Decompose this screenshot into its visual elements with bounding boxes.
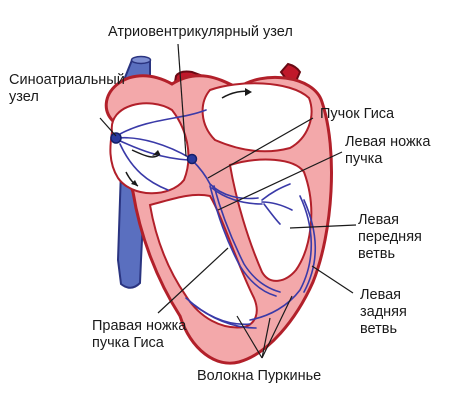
left-anterior-branch-label-line3: ветвь [358, 246, 396, 262]
left-anterior-branch-label-line1: Левая [358, 212, 400, 228]
left-bundle-branch-label-line2: пучка [345, 151, 383, 167]
leader-lines [99, 43, 357, 359]
left-anterior-branch-label-line2: передняя [358, 229, 422, 245]
left-posterior-branch-label-line1: Левая [360, 287, 402, 303]
his-bundle-label: Пучок Гиса [320, 106, 394, 123]
left-posterior-branch-label-line3: ветвь [360, 321, 398, 337]
left-posterior-branch-label: Левая задняя ветвь [360, 287, 407, 338]
left-posterior-branch-label-line2: задняя [360, 304, 407, 320]
sa-node-label-line1: Синоатриальный [9, 72, 125, 88]
right-atrium [109, 102, 190, 195]
av-node-label: Атриовентрикулярный узел [108, 24, 293, 41]
av-node-label-text: Атриовентрикулярный узел [108, 24, 293, 40]
left-atrium [201, 82, 313, 153]
sa-node-label-line2: узел [9, 89, 39, 105]
left-bundle-branch-label: Левая ножка пучка [345, 134, 430, 168]
purkinje-fibers-label: Волокна Пуркинье [197, 368, 321, 385]
right-bundle-branch-label-line1: Правая ножка [92, 318, 187, 334]
sa-node-marker [110, 132, 122, 144]
right-ventricle [148, 194, 258, 329]
left-ventricle [228, 158, 313, 282]
right-bundle-branch-label-line2: пучка Гиса [92, 335, 164, 351]
av-node-marker [186, 153, 198, 165]
left-bundle-branch-label-line1: Левая ножка [345, 134, 431, 150]
arrow-heads [131, 88, 252, 186]
left-anterior-branch-label: Левая передняя ветвь [358, 212, 422, 263]
purkinje-fibers-label-text: Волокна Пуркинье [197, 368, 322, 384]
his-bundle-label-text: Пучок Гиса [320, 106, 395, 122]
right-bundle-branch-label: Правая ножка пучка Гиса [92, 318, 186, 352]
sa-node-label: Синоатриальный узел [9, 72, 125, 106]
